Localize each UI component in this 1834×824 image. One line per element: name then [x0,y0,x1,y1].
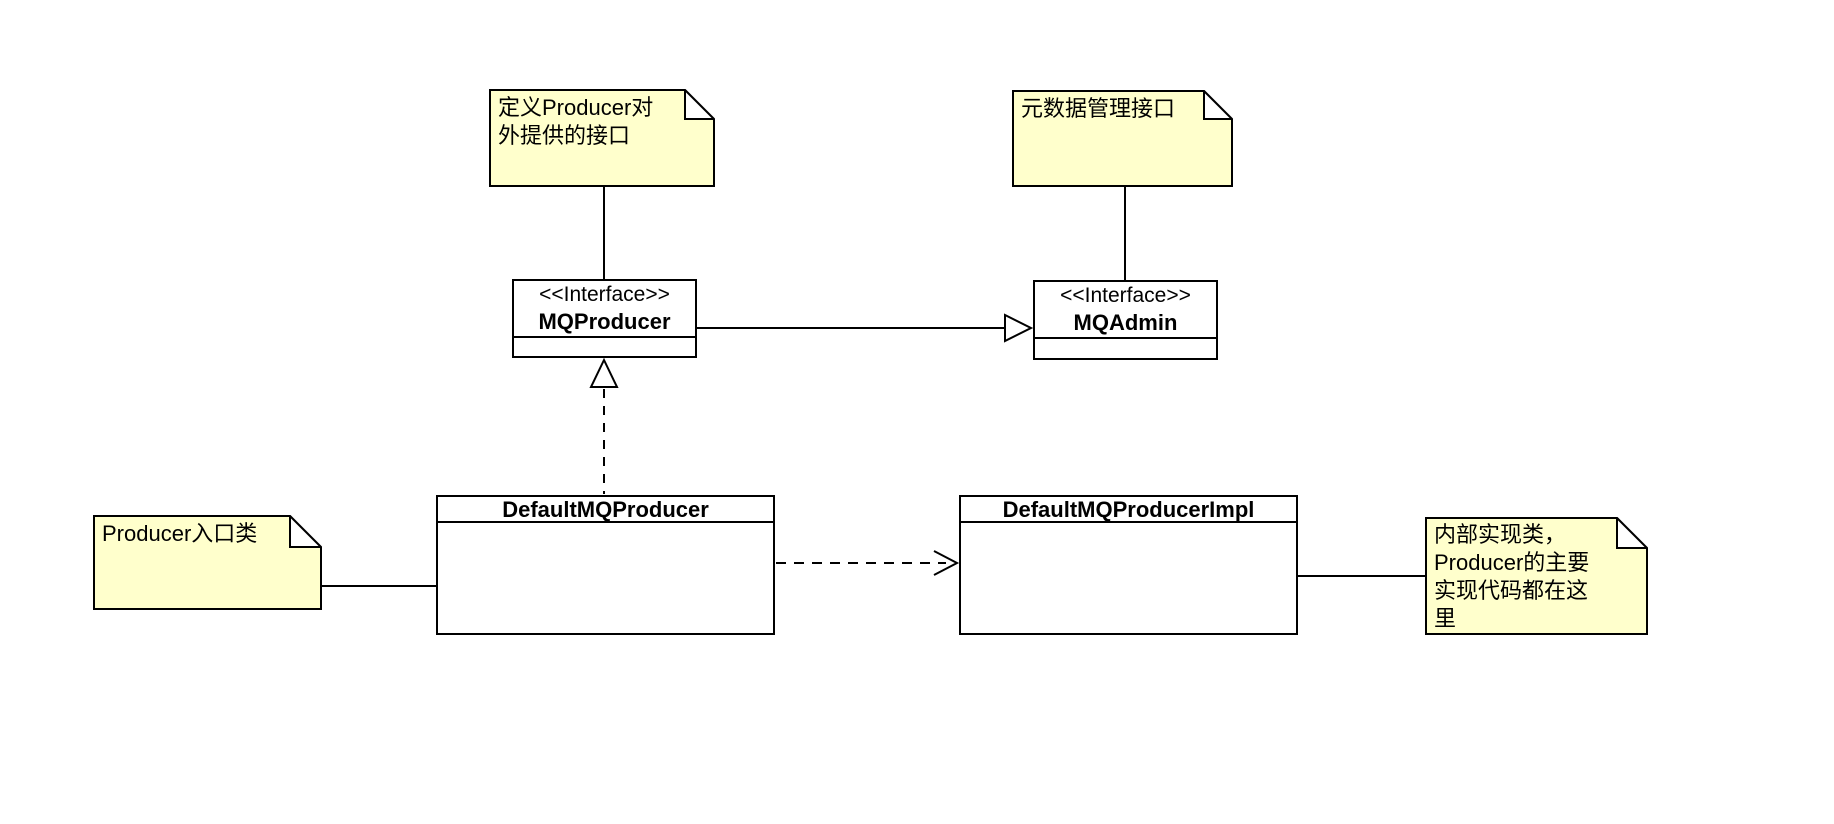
note-text: 定义Producer对 外提供的接口 [489,89,715,155]
note-line: 内部实现类， [1434,522,1567,547]
dependency-arrowhead-icon [933,550,960,576]
note-line: Producer的主要 [1434,550,1590,575]
interface-header: <<Interface>> MQProducer [514,281,695,338]
note-line: 外提供的接口 [498,123,631,148]
note-body [93,515,322,610]
empty-compartment [1035,339,1216,358]
note-body [489,89,715,187]
note-fold-corner-icon [289,515,322,548]
empty-compartment [961,523,1296,633]
note-producer-entry: Producer入口类 [93,515,322,610]
note-body [1012,90,1233,187]
note-impl-description: 内部实现类， Producer的主要 实现代码都在这 里 [1425,517,1648,635]
empty-compartment [438,523,773,633]
note-text: Producer入口类 [93,515,322,553]
class-box-defaultmqproducerimpl: DefaultMQProducerImpl [959,495,1298,635]
interface-name: MQAdmin [1073,310,1178,335]
interface-stereotype: <<Interface>> [1060,284,1191,307]
note-fold-corner-icon [1616,517,1648,549]
note-shape [1425,517,1648,635]
interface-box-mqadmin: <<Interface>> MQAdmin [1033,280,1218,360]
interface-box-mqproducer: <<Interface>> MQProducer [512,279,697,358]
note-text: 元数据管理接口 [1012,90,1233,128]
interface-header: <<Interface>> MQAdmin [1035,282,1216,339]
class-name: DefaultMQProducerImpl [961,497,1296,523]
note-line: Producer入口类 [102,521,258,546]
note-shape [1012,90,1233,187]
interface-name: MQProducer [538,309,671,334]
note-line: 元数据管理接口 [1021,96,1176,121]
generalization-arrowhead-icon [1004,313,1034,343]
note-fold-corner-icon [1203,90,1233,120]
note-line: 定义Producer对 [498,95,654,120]
note-line: 里 [1434,606,1457,631]
interface-stereotype: <<Interface>> [539,283,670,306]
note-fold-corner-icon [684,89,715,120]
class-box-defaultmqproducer: DefaultMQProducer [436,495,775,635]
note-text: 内部实现类， Producer的主要 实现代码都在这 里 [1425,517,1648,638]
note-body [1425,517,1648,635]
note-line: 实现代码都在这 [1434,578,1589,603]
note-mqadmin-description: 元数据管理接口 [1012,90,1233,187]
note-shape [93,515,322,610]
note-mqproducer-description: 定义Producer对 外提供的接口 [489,89,715,187]
empty-compartment [514,338,695,356]
class-name: DefaultMQProducer [438,497,773,523]
note-shape [489,89,715,187]
realization-arrowhead-icon [589,357,619,388]
